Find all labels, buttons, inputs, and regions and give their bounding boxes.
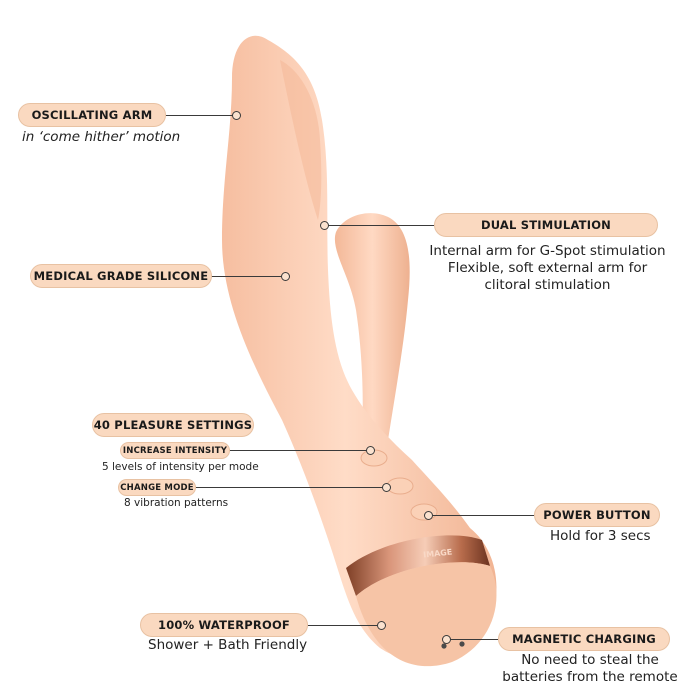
increase-intensity-badge: INCREASE INTENSITY xyxy=(120,442,230,459)
dot-change-mode xyxy=(382,483,391,492)
magnetic-charging-desc: No need to steal the batteries from the … xyxy=(500,652,680,686)
line-dual-stimulation xyxy=(328,225,434,226)
external-arm-shape xyxy=(334,213,410,440)
dot-dual-stimulation xyxy=(320,221,329,230)
dot-waterproof xyxy=(377,621,386,630)
dot-magnetic-charging xyxy=(442,635,451,644)
charging-port-2 xyxy=(459,641,465,647)
increase-intensity-desc: 5 levels of intensity per mode xyxy=(102,461,259,473)
line-change-mode xyxy=(196,487,384,488)
dot-oscillating-arm xyxy=(232,111,241,120)
dot-power-button xyxy=(424,511,433,520)
waterproof-desc: Shower + Bath Friendly xyxy=(148,637,308,653)
line-medical-silicone xyxy=(211,276,285,277)
oscillating-arm-desc: in ‘come hither’ motion xyxy=(22,129,181,145)
line-magnetic-charging xyxy=(450,639,498,640)
charging-port-1 xyxy=(441,643,447,649)
power-button-desc: Hold for 3 secs xyxy=(550,528,651,544)
line-power-button xyxy=(432,515,534,516)
change-mode-desc: 8 vibration patterns xyxy=(124,497,229,509)
line-waterproof xyxy=(308,625,382,626)
pleasure-settings-badge: 40 PLEASURE SETTINGS xyxy=(92,413,254,437)
tip-shading xyxy=(280,60,322,220)
dual-stimulation-desc-line-2: Flexible, soft external arm for xyxy=(447,260,648,276)
dual-stimulation-badge: DUAL STIMULATION xyxy=(434,213,658,237)
dual-stimulation-desc: Internal arm for G-Spot stimulation Flex… xyxy=(420,243,675,294)
line-oscillating-arm xyxy=(166,115,236,116)
dot-increase-intensity xyxy=(366,446,375,455)
change-mode-badge: CHANGE MODE xyxy=(118,479,196,496)
magnetic-charging-desc-line-1: No need to steal the xyxy=(521,652,659,668)
power-button-badge: POWER BUTTON xyxy=(534,503,660,527)
rose-gold-band xyxy=(346,535,490,596)
dot-medical-silicone xyxy=(281,272,290,281)
band-logo-text: IMAGE xyxy=(423,548,453,560)
magnetic-charging-desc-line-2: batteries from the remote xyxy=(502,669,678,685)
medical-silicone-badge: MEDICAL GRADE SILICONE xyxy=(30,264,212,288)
base-shape xyxy=(356,562,497,667)
dual-stimulation-desc-line-1: Internal arm for G-Spot stimulation xyxy=(429,243,666,259)
dual-stimulation-desc-line-3: clitoral stimulation xyxy=(484,277,611,293)
waterproof-badge: 100% WATERPROOF xyxy=(140,613,308,637)
line-increase-intensity xyxy=(229,450,367,451)
oscillating-arm-badge: OSCILLATING ARM xyxy=(18,103,166,127)
magnetic-charging-badge: MAGNETIC CHARGING xyxy=(498,627,670,651)
